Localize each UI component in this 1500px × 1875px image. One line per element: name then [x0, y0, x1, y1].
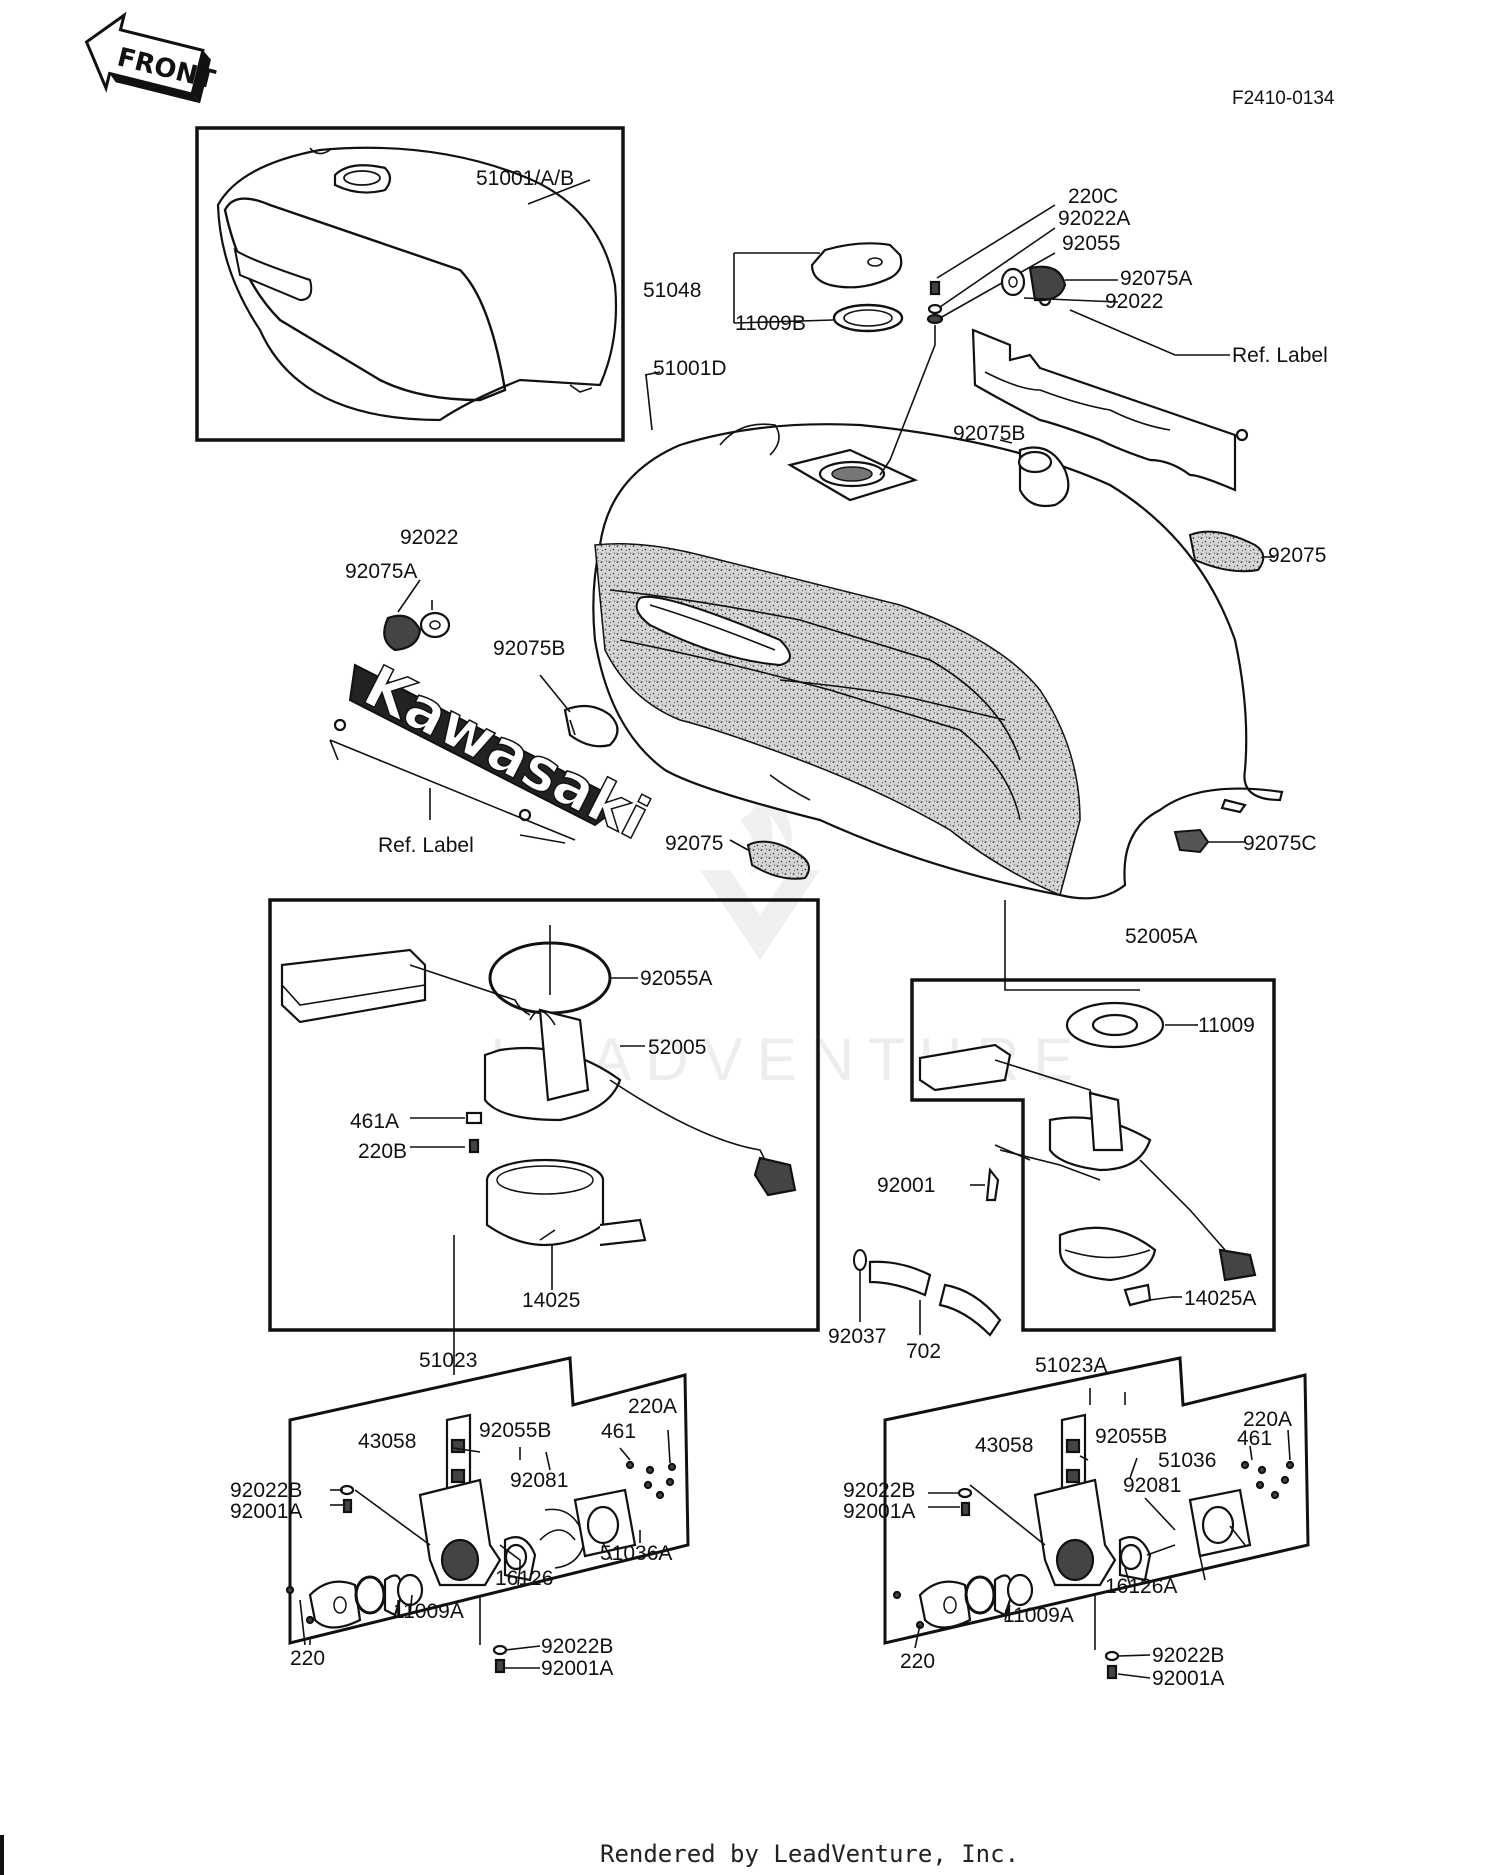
callout: 51036A	[600, 1542, 672, 1565]
callout: 92081	[510, 1469, 568, 1492]
fuel-cock-right	[883, 1356, 1310, 1680]
callout: 11009A	[1003, 1604, 1074, 1627]
callout: 11009A	[393, 1600, 464, 1623]
callout: 51036	[1158, 1449, 1216, 1472]
callout: 14025A	[1184, 1287, 1256, 1310]
callout: 92037	[828, 1325, 886, 1348]
callout: 92022B	[843, 1479, 915, 1502]
inset-tank-variants	[195, 126, 625, 442]
callout: 92022B	[230, 1479, 302, 1502]
fuel-cock-left	[285, 1235, 690, 1674]
callout: 16126A	[1105, 1575, 1177, 1598]
damper-rubbers-left	[383, 579, 619, 748]
callout: 220B	[358, 1140, 407, 1163]
ref-label-bracket-right	[971, 293, 1249, 492]
callout: 51001D	[653, 357, 727, 380]
screw-washer-stack	[879, 204, 1056, 476]
drawing-number: F2410-0134	[1232, 88, 1335, 109]
callout: 92075C	[1243, 832, 1317, 855]
callout: Ref. Label	[378, 834, 474, 857]
callout: 51023	[419, 1349, 477, 1372]
callout: 92022	[400, 526, 458, 549]
callout: 92001	[877, 1174, 935, 1197]
filler-cap-assembly	[733, 242, 904, 333]
callout: 92055	[1062, 232, 1120, 255]
callout: 92081	[1123, 1474, 1181, 1497]
main-fuel-tank	[592, 371, 1284, 991]
callout: 220A	[1243, 1408, 1292, 1431]
callout: 461	[601, 1420, 636, 1443]
callout: 92022B	[1152, 1644, 1224, 1667]
callout: 461A	[350, 1110, 399, 1133]
callout: 92001A	[230, 1500, 302, 1523]
callout: 220A	[628, 1395, 677, 1418]
inset-fuel-sender-alt	[910, 978, 1276, 1332]
callout: 92075	[1268, 544, 1326, 567]
callout: 52005A	[1125, 925, 1197, 948]
callout: 43058	[975, 1434, 1033, 1457]
callout: 92055B	[479, 1419, 551, 1442]
callout: 51001/A/B	[476, 167, 574, 190]
callout: 92001A	[843, 1500, 915, 1523]
callout: 461	[1237, 1427, 1272, 1450]
callout: 51048	[643, 279, 701, 302]
damper-rubbers-lower	[729, 828, 1245, 880]
callout: 92075A	[1120, 267, 1192, 290]
callout: Ref. Label	[1232, 344, 1328, 367]
callout: 51023A	[1035, 1354, 1107, 1377]
footer-credit: Rendered by LeadVenture, Inc.	[600, 1840, 1019, 1868]
damper-rubbers-upper	[999, 265, 1275, 573]
callout: 92022	[1105, 290, 1163, 313]
callout: 92001A	[1152, 1667, 1224, 1690]
callout: 16126	[495, 1567, 553, 1590]
callout: 92075	[665, 832, 723, 855]
callout: 92022A	[1058, 207, 1130, 230]
callout: 220C	[1068, 185, 1118, 208]
front-arrow-badge: FRONT	[84, 11, 218, 104]
callout: 92022B	[541, 1635, 613, 1658]
callout: 220	[900, 1650, 935, 1673]
callout: 52005	[648, 1036, 706, 1059]
callout: 43058	[358, 1430, 416, 1453]
callout: 92075B	[953, 422, 1025, 445]
callout: 92075B	[493, 637, 565, 660]
callout: 11009	[1198, 1014, 1255, 1037]
callout-leaders	[299, 1024, 1246, 1679]
callout: 92055A	[640, 967, 712, 990]
callout: 92001A	[541, 1657, 613, 1680]
fuel-hose-and-clamp	[853, 1249, 1002, 1337]
callout: 11009B	[735, 312, 806, 335]
callout-labels: 51001/A/B 220C 92022A 92055 92075A 92022…	[230, 167, 1328, 1690]
callout: 702	[906, 1340, 941, 1363]
inset-fuel-sender	[268, 898, 820, 1332]
callout: 92055B	[1095, 1425, 1167, 1448]
callout: 14025	[522, 1289, 580, 1312]
callout: 92075A	[345, 560, 417, 583]
callout: 220	[290, 1647, 325, 1670]
